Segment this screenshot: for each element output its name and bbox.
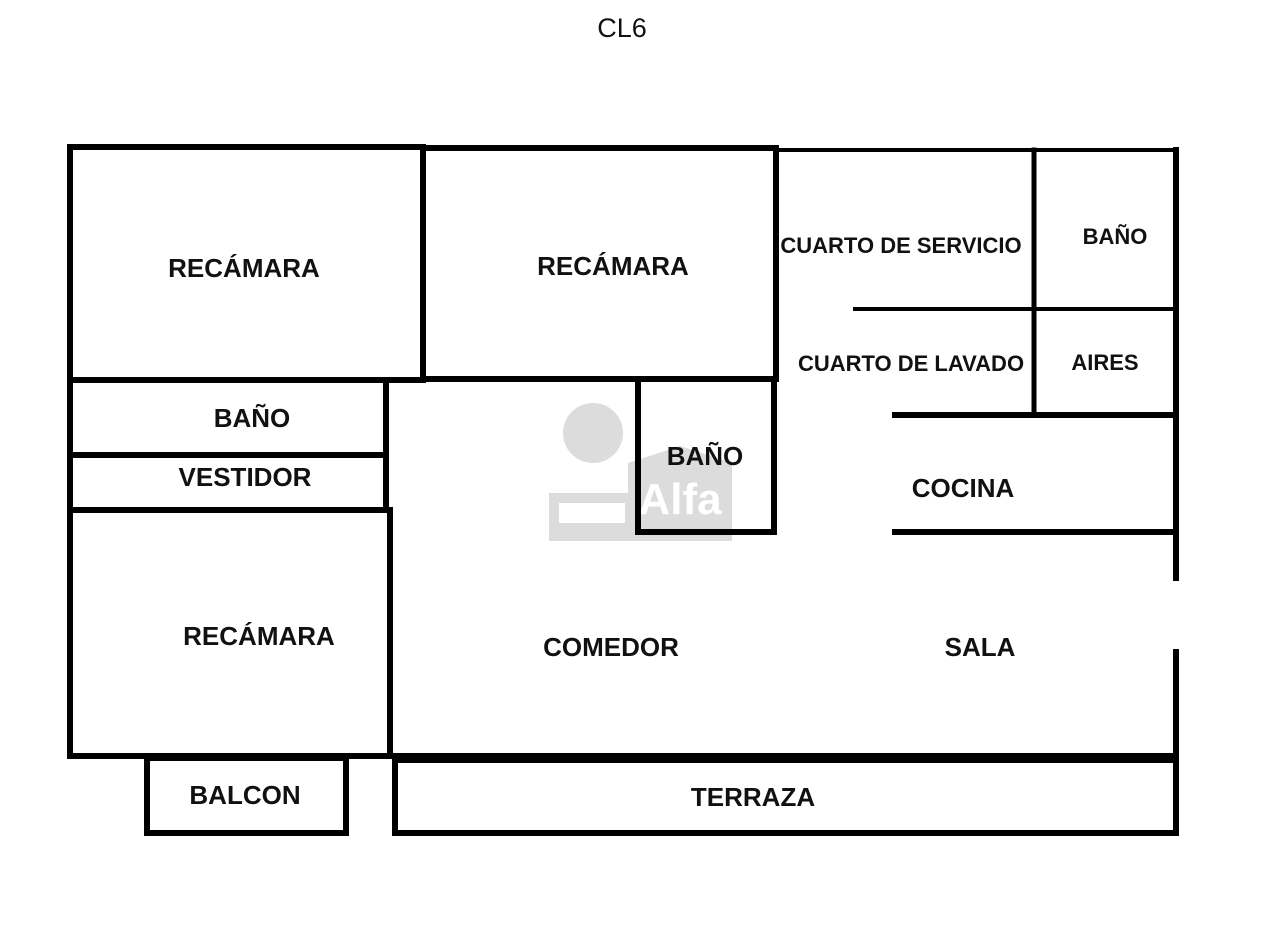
plan-title: CL6: [597, 13, 647, 43]
label-terraza: TERRAZA: [691, 782, 815, 812]
label-recamara-2: RECÁMARA: [537, 251, 689, 281]
label-balcon: BALCON: [189, 780, 300, 810]
room-labels: RECÁMARA RECÁMARA CUARTO DE SERVICIO BAÑ…: [168, 224, 1147, 812]
walls: [67, 144, 1179, 836]
watermark-cutout: [559, 503, 625, 523]
wall-balcon: [144, 755, 349, 836]
label-aires: AIRES: [1071, 350, 1138, 375]
label-recamara-1: RECÁMARA: [168, 253, 320, 283]
label-vestidor: VESTIDOR: [179, 462, 312, 492]
label-sala: SALA: [945, 632, 1016, 662]
label-recamara-3: RECÁMARA: [183, 621, 335, 651]
watermark-house: [628, 446, 732, 541]
label-comedor: COMEDOR: [543, 632, 679, 662]
label-bano-1: BAÑO: [214, 403, 291, 433]
label-cuarto-lavado: CUARTO DE LAVADO: [798, 351, 1024, 376]
label-bano-2: BAÑO: [667, 441, 744, 471]
wall-recamara-2: [420, 145, 779, 382]
watermark-logo: Alfa: [549, 403, 732, 541]
watermark-circle: [563, 403, 623, 463]
wall-terraza: [392, 757, 1179, 836]
label-cocina: COCINA: [912, 473, 1015, 503]
watermark-text: Alfa: [638, 475, 722, 524]
label-bano-servicio: BAÑO: [1083, 224, 1148, 249]
label-cuarto-servicio: CUARTO DE SERVICIO: [780, 233, 1021, 258]
